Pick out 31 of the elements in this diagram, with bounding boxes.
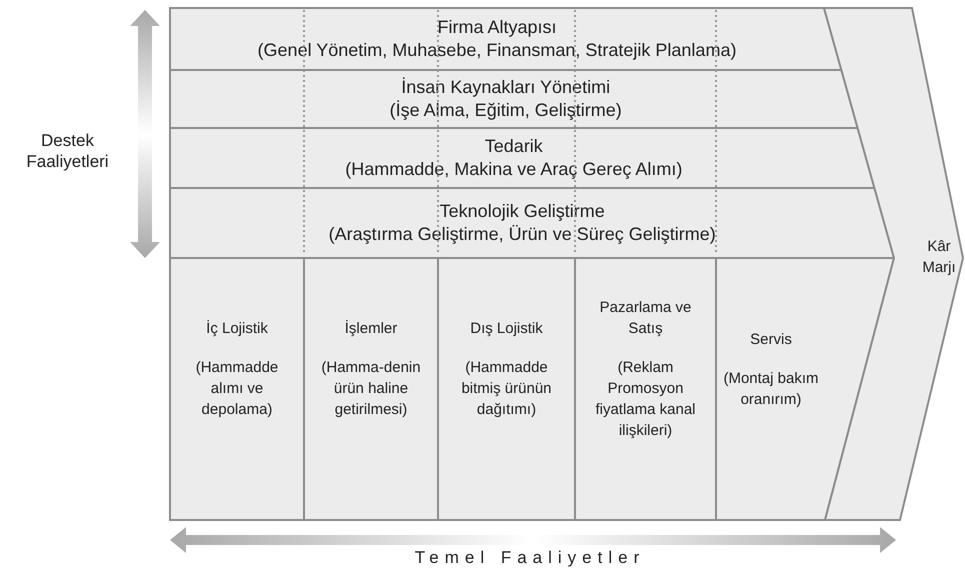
axis-label: Destek Faaliyetleri xyxy=(25,130,110,172)
support-activity-band xyxy=(170,8,842,70)
primary-activity-column xyxy=(304,258,438,520)
margin-label: Kâr Marjı xyxy=(921,237,957,278)
axis-label: Temel Faaliyetler xyxy=(414,547,646,568)
column-title: Servis xyxy=(750,330,792,350)
column-description: (Hammadde bitmiş ürünün dağıtımı) xyxy=(460,358,553,420)
support-activity-band xyxy=(170,70,858,128)
band-description: (Genel Yönetim, Muhasebe, Finansman, Stratejik Planlama) xyxy=(258,39,736,62)
band-title: Teknolojik Geliştirme xyxy=(440,200,605,223)
column-description: (Hammadde alımı ve depolama) xyxy=(194,358,280,420)
primary-activity-column xyxy=(170,258,304,520)
column-title: İç Lojistik xyxy=(206,319,268,339)
band-title: Tedarik xyxy=(484,135,543,158)
margin-chevron xyxy=(824,8,963,520)
column-title: Pazarlama ve Satış xyxy=(598,298,692,339)
column-description: (Hamma-denin ürün haline getirilmesi) xyxy=(320,358,422,420)
support-activity-band xyxy=(170,188,894,258)
band-description: (İşe Alma, Eğitim, Geliştirme) xyxy=(390,99,622,122)
band-description: (Hammadde, Makina ve Araç Gereç Alımı) xyxy=(345,158,682,181)
primary-activity-column xyxy=(575,258,716,520)
band-description: (Araştırma Geliştirme, Ürün ve Süreç Geliştirme) xyxy=(328,223,716,246)
band-title: Firma Altyapısı xyxy=(437,16,557,39)
column-title: Dış Lojistik xyxy=(470,319,543,339)
support-activity-band xyxy=(170,128,874,188)
primary-activity-column xyxy=(438,258,575,520)
column-title: İşlemler xyxy=(344,319,398,339)
primary-activity-column xyxy=(716,258,894,520)
band-title: İnsan Kaynakları Yönetimi xyxy=(401,76,610,99)
column-description: (Montaj bakım oranırım) xyxy=(722,368,820,410)
column-description: (Reklam Promosyon fiyatlama kanal ilişkileri) xyxy=(594,358,697,441)
